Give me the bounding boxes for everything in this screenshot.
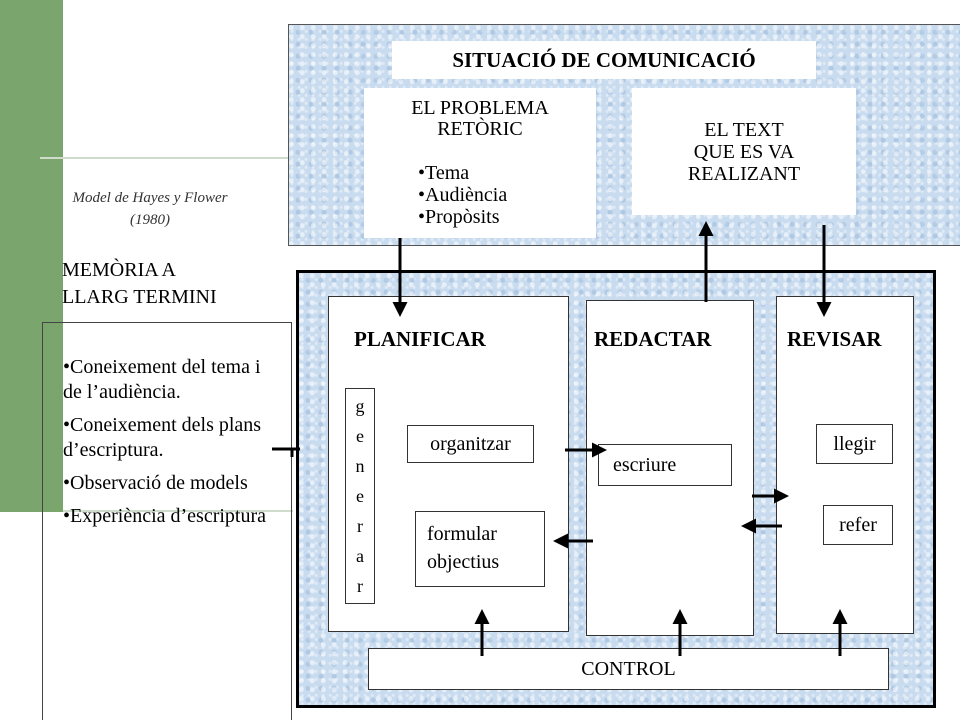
llegir-box: llegir [816, 424, 893, 464]
rhetorical-problem-list: Tema Audiència Propòsits [418, 162, 507, 228]
memory-list: Coneixement del tema i de l’audiència. C… [63, 355, 273, 537]
decorative-line [40, 157, 288, 159]
generar-box: g e n e r a r [345, 388, 375, 604]
escriure-box: escriure [598, 444, 732, 486]
rhetorical-problem-box: EL PROBLEMA RETÒRIC Tema Audiència Propò… [364, 88, 596, 238]
memory-title-line: MEMÒRIA A [62, 259, 176, 281]
text-produced-line: REALIZANT [687, 162, 801, 185]
list-item: Coneixement dels plans d’escriptura. [63, 413, 273, 463]
list-item: Experiència d’escriptura [63, 504, 273, 529]
rhetorical-problem-title-line: RETÒRIC [437, 118, 523, 140]
refer-box: refer [823, 505, 893, 545]
formular-line: formular [427, 523, 497, 545]
generar-letter: e [356, 425, 364, 446]
caption-year: (1980) [130, 212, 170, 228]
generar-letter: a [356, 545, 364, 566]
planificar-title: PLANIFICAR [354, 327, 486, 351]
rhetorical-problem-title-line: EL PROBLEMA [411, 97, 549, 119]
list-item: Propòsits [418, 206, 507, 228]
revisar-title: REVISAR [787, 327, 882, 351]
caption-line: Model de Hayes y Flower [72, 190, 228, 206]
decorative-green-bar [0, 0, 63, 512]
list-item: Tema [418, 162, 507, 184]
generar-letter: r [357, 575, 363, 596]
model-caption: Model de Hayes y Flower (1980) [30, 187, 270, 231]
generar-letter: n [355, 455, 365, 476]
redactar-title: REDACTAR [594, 327, 712, 351]
long-term-memory-title: MEMÒRIA A LLARG TERMINI [62, 257, 217, 311]
generar-letter: r [357, 515, 363, 536]
list-item: Coneixement del tema i de l’audiència. [63, 355, 273, 405]
formular-line: objectius [427, 551, 500, 573]
revisar-column [776, 296, 914, 634]
generar-letter: e [356, 485, 364, 506]
long-term-memory-box: Coneixement del tema i de l’audiència. C… [42, 322, 292, 720]
situation-title: SITUACIÓ DE COMUNICACIÓ [392, 41, 816, 79]
memory-title-line: LLARG TERMINI [62, 286, 217, 308]
text-produced-box: EL TEXT QUE ES VA REALIZANT [632, 88, 856, 215]
organitzar-box: organitzar [407, 425, 534, 463]
control-box: CONTROL [368, 648, 889, 690]
rhetorical-problem-title: EL PROBLEMA RETÒRIC [364, 98, 596, 140]
text-produced-line: EL TEXT [704, 118, 784, 141]
formular-objectius-box: formular objectius [415, 511, 545, 587]
generar-letter: g [355, 395, 365, 416]
list-item: Audiència [418, 184, 507, 206]
text-produced-line: QUE ES VA [693, 140, 795, 163]
list-item: Observació de models [63, 471, 273, 496]
